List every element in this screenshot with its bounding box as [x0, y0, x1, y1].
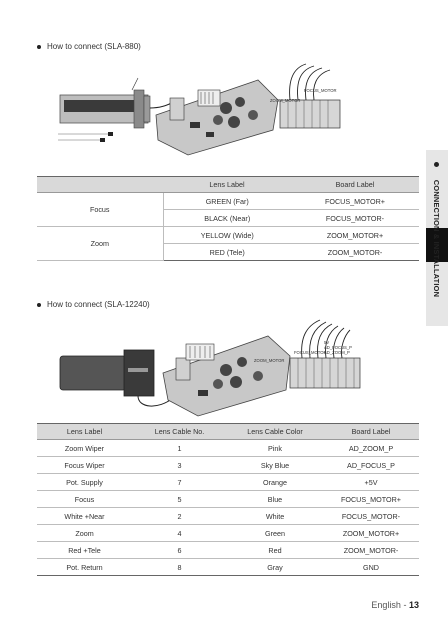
section-heading-text: How to connect (SLA-880) [47, 42, 141, 51]
zoom-motor-label: ZOOM_MOTOR [270, 98, 300, 103]
label-5v: 5V [324, 340, 329, 345]
table-row: Focus 5 Blue FOCUS_MOTOR+ [37, 490, 419, 508]
table-cell: ZOOM_MOTOR+ [323, 524, 419, 542]
table-header-cell: Board Label [323, 423, 419, 440]
table-row: Pot. Supply 7 Orange +5V [37, 473, 419, 491]
bullet-icon [434, 162, 439, 167]
table-cell: 5 [132, 490, 227, 508]
table-cell: ZOOM_MOTOR- [323, 541, 419, 559]
table-cell: GREEN (Far) [163, 192, 291, 210]
bullet-icon [37, 44, 41, 49]
label-ad-zoom: AD_ZOOM_P [324, 350, 350, 355]
page-footer: English - 13 [371, 600, 419, 610]
table-header-cell: Lens Cable Color [227, 423, 323, 440]
sla12240-wiring-diagram: 5V AD_FOCUS_P AD_ZOOM_P FOCUS_MOTOR ZOOM… [59, 319, 361, 417]
table-cell: 1 [132, 439, 227, 457]
bullet-icon [37, 302, 41, 307]
section-heading-text: How to connect (SLA-12240) [47, 300, 150, 309]
table-cell: 4 [132, 524, 227, 542]
table-cell: Gray [227, 558, 323, 576]
table-header-row: Lens Label Board Label [37, 176, 419, 193]
footer-language: English [371, 600, 401, 610]
table-row: Focus Wiper 3 Sky Blue AD_FOCUS_P [37, 456, 419, 474]
table-cell: 3 [132, 456, 227, 474]
table-header-row: Lens Label Lens Cable No. Lens Cable Col… [37, 423, 419, 440]
table-cell: YELLOW (Wide) [163, 226, 291, 244]
table-cell: Blue [227, 490, 323, 508]
page-number: 13 [408, 600, 419, 610]
table-row: BLACK (Near) FOCUS_MOTOR- [37, 209, 419, 227]
table-cell: Pot. Supply [37, 473, 132, 491]
sla12240-table-body: Zoom Wiper 1 Pink AD_ZOOM_P Focus Wiper … [37, 439, 419, 576]
table-cell: 6 [132, 541, 227, 559]
table-row: Focus GREEN (Far) FOCUS_MOTOR+ [37, 192, 419, 227]
table-cell: White +Near [37, 507, 132, 525]
table-cell: FOCUS_MOTOR+ [323, 490, 419, 508]
table-cell: RED (Tele) [163, 243, 291, 261]
sla880-wiring-diagram: FOCUS_MOTOR ZOOM_MOTOR [58, 63, 341, 156]
table-cell: Zoom Wiper [37, 439, 132, 457]
section-heading-sla12240: How to connect (SLA-12240) [37, 300, 150, 309]
label-zoom-motor: ZOOM_MOTOR [254, 358, 284, 363]
table-row: Red +Tele 6 Red ZOOM_MOTOR- [37, 541, 419, 559]
table-cell: 8 [132, 558, 227, 576]
table-cell: AD_ZOOM_P [323, 439, 419, 457]
group-label-focus: Focus [37, 192, 164, 227]
table-row: Zoom Wiper 1 Pink AD_ZOOM_P [37, 439, 419, 457]
table-cell: Pink [227, 439, 323, 457]
table-cell: FOCUS_MOTOR- [323, 507, 419, 525]
chapter-side-tab: CONNECTION & INSTALLATION [426, 150, 448, 326]
label-ad-focus: AD_FOCUS_P [324, 345, 352, 350]
chapter-marker [426, 228, 448, 262]
table-cell: Red +Tele [37, 541, 132, 559]
table-cell: +5V [323, 473, 419, 491]
table-cell: ZOOM_MOTOR+ [291, 226, 419, 244]
table-cell: Zoom [37, 524, 132, 542]
table-header-cell [37, 176, 163, 193]
footer-separator: - [403, 600, 407, 610]
table-cell: Focus Wiper [37, 456, 132, 474]
table-row: RED (Tele) ZOOM_MOTOR- [37, 243, 419, 261]
chapter-label: CONNECTION & INSTALLATION [426, 150, 448, 326]
sla880-connection-table: Lens Label Board Label Focus GREEN (Far)… [37, 176, 419, 261]
table-cell: White [227, 507, 323, 525]
chapter-label-text: CONNECTION & INSTALLATION [432, 179, 442, 297]
table-cell: 2 [132, 507, 227, 525]
sla12240-connection-table: Lens Label Lens Cable No. Lens Cable Col… [37, 423, 419, 576]
table-header-cell: Lens Label [163, 176, 291, 193]
table-row: Zoom 4 Green ZOOM_MOTOR+ [37, 524, 419, 542]
table-cell: Focus [37, 490, 132, 508]
group-label-zoom: Zoom [37, 226, 164, 261]
table-cell: Green [227, 524, 323, 542]
table-row: Zoom YELLOW (Wide) ZOOM_MOTOR+ [37, 226, 419, 261]
label-focus-motor: FOCUS_MOTOR [294, 350, 327, 355]
table-cell: 7 [132, 473, 227, 491]
table-row: White +Near 2 White FOCUS_MOTOR- [37, 507, 419, 525]
table-cell: FOCUS_MOTOR+ [291, 192, 419, 210]
table-cell: Red [227, 541, 323, 559]
table-cell: FOCUS_MOTOR- [291, 209, 419, 227]
table-cell: Sky Blue [227, 456, 323, 474]
table-row: Pot. Return 8 Gray GND [37, 558, 419, 576]
table-cell: ZOOM_MOTOR- [291, 243, 419, 261]
table-cell: AD_FOCUS_P [323, 456, 419, 474]
table-cell: Orange [227, 473, 323, 491]
table-header-cell: Board Label [291, 176, 419, 193]
focus-motor-label: FOCUS_MOTOR [304, 88, 337, 93]
table-cell: BLACK (Near) [163, 209, 291, 227]
table-cell: Pot. Return [37, 558, 132, 576]
table-header-cell: Lens Label [37, 423, 132, 440]
section-heading-sla880: How to connect (SLA-880) [37, 42, 141, 51]
table-header-cell: Lens Cable No. [132, 423, 227, 440]
table-cell: GND [323, 558, 419, 576]
